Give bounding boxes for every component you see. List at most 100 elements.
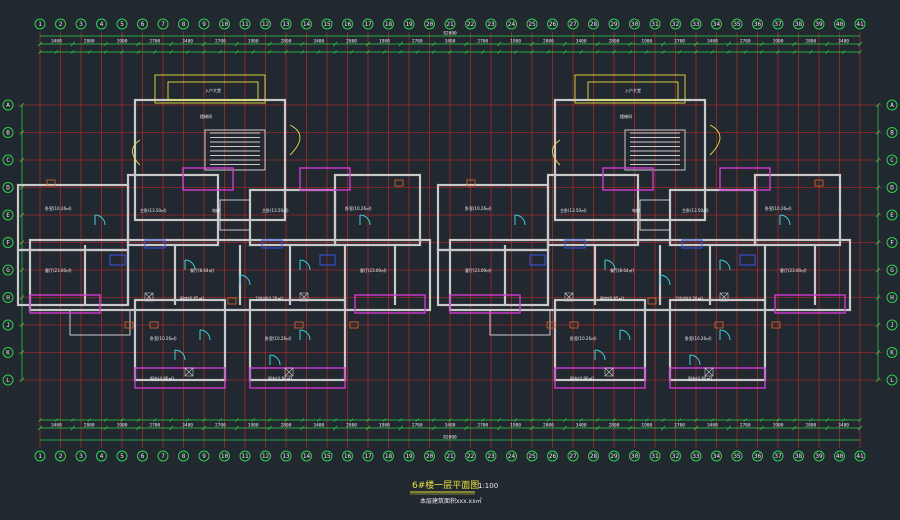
room-label: 主卧(13.50㎡) — [682, 207, 709, 213]
svg-text:10: 10 — [221, 453, 229, 460]
svg-text:25: 25 — [528, 21, 536, 28]
room-label: 电梯 — [632, 207, 640, 213]
axis-bubble-bottom: 12 — [260, 450, 271, 462]
axis-bubble-right: A — [886, 99, 898, 111]
svg-text:2: 2 — [59, 453, 63, 460]
room-label: 楼梯间 — [200, 113, 212, 119]
svg-text:14: 14 — [303, 21, 311, 28]
dimension-label: 3400 — [313, 39, 324, 45]
svg-text:16: 16 — [344, 453, 352, 460]
svg-text:15: 15 — [323, 21, 331, 28]
svg-text:14: 14 — [303, 453, 311, 460]
svg-text:8: 8 — [182, 453, 186, 460]
dimension-label: 2800 — [805, 423, 816, 429]
dimension-label: 2800 — [543, 423, 554, 429]
axis-bubble-top: 24 — [506, 18, 517, 30]
axis-bubble-top: 5 — [116, 18, 128, 30]
dimension-label: 3400 — [576, 39, 587, 45]
room-label: 餐厅(8.64㎡) — [610, 267, 634, 273]
dimension-label: 2800 — [281, 39, 292, 45]
dimension-label: 3400 — [51, 39, 62, 45]
svg-text:40: 40 — [836, 453, 844, 460]
axis-bubble-bottom: 4 — [96, 450, 107, 462]
axis-bubble-bottom: 18 — [383, 450, 394, 462]
dimension-total: 82000 — [443, 435, 457, 441]
svg-text:24: 24 — [508, 453, 516, 460]
dimension-label: 2700 — [674, 39, 685, 45]
dimension-chains: 3400 2800 1900 2700 3400 2700 1900 2800 3400 2800… — [19, 31, 881, 441]
dimension-label: 2800 — [805, 39, 816, 45]
svg-text:35: 35 — [733, 21, 741, 28]
axis-bubble-right: K — [886, 347, 898, 358]
svg-text:1: 1 — [38, 21, 42, 28]
axis-bubble-top: 26 — [547, 18, 558, 30]
axis-bubble-right: G — [886, 264, 898, 276]
svg-text:13: 13 — [282, 21, 290, 28]
svg-text:F: F — [6, 240, 10, 247]
svg-text:9: 9 — [202, 453, 206, 460]
svg-text:34: 34 — [713, 453, 721, 460]
axis-bubble-top: 4 — [96, 18, 107, 30]
axis-bubble-top: 27 — [567, 18, 579, 30]
svg-text:21: 21 — [446, 21, 454, 28]
axis-bubble-bottom: 33 — [690, 450, 702, 462]
dimension-label: 2700 — [412, 423, 423, 429]
svg-text:3: 3 — [79, 21, 83, 28]
svg-text:C: C — [890, 157, 894, 164]
svg-text:26: 26 — [549, 453, 557, 460]
svg-text:17: 17 — [364, 21, 372, 28]
svg-text:41: 41 — [856, 453, 864, 460]
dimension-label: 1900 — [379, 39, 390, 45]
svg-text:H: H — [890, 295, 894, 302]
axis-bubble-bottom: 10 — [219, 450, 230, 462]
svg-text:37: 37 — [774, 453, 782, 460]
axis-bubble-bottom: 29 — [608, 450, 620, 462]
axis-bubble-top: 34 — [711, 18, 722, 30]
svg-text:27: 27 — [569, 453, 577, 460]
axis-bubble-top: 2 — [55, 18, 66, 30]
axis-bubble-bottom: 24 — [506, 450, 517, 462]
axis-bubble-bottom: 40 — [834, 450, 845, 462]
svg-text:E: E — [6, 212, 10, 219]
room-label: 楼梯间 — [620, 113, 632, 119]
dimension-label: 2700 — [477, 423, 488, 429]
dimension-total: 82000 — [443, 31, 457, 37]
axis-bubble-right: D — [886, 182, 898, 193]
room-label: 客厅(23.00㎡) — [780, 267, 807, 273]
svg-text:12: 12 — [262, 21, 270, 28]
axis-bubble-bottom: 23 — [485, 450, 497, 462]
svg-text:30: 30 — [631, 453, 639, 460]
dimension-label: 1900 — [641, 423, 652, 429]
dimension-label: 2800 — [609, 423, 620, 429]
room-label: 入户大堂 — [625, 87, 641, 93]
svg-text:34: 34 — [713, 21, 721, 28]
axis-bubble-bottom: 16 — [342, 450, 353, 462]
dimension-label: 3400 — [576, 423, 587, 429]
axis-bubble-bottom: 14 — [301, 450, 312, 462]
svg-text:25: 25 — [528, 453, 536, 460]
svg-text:20: 20 — [426, 453, 434, 460]
axis-bubble-bottom: 2 — [55, 450, 66, 462]
axis-bubble-top: 14 — [301, 18, 312, 30]
axis-bubble-top: 15 — [321, 18, 333, 30]
svg-text:2: 2 — [59, 21, 63, 28]
dimension-label: 3400 — [182, 39, 193, 45]
dimension-label: 2800 — [281, 423, 292, 429]
axis-bubble-top: 19 — [403, 18, 415, 30]
room-label: 卧室(10.26㎡) — [685, 335, 712, 341]
axis-bubble-bottom: 11 — [239, 450, 251, 462]
svg-text:F: F — [890, 240, 894, 247]
axis-bubble-top: 38 — [793, 18, 804, 30]
axis-bubble-bottom: 31 — [649, 450, 661, 462]
dimension-label: 2700 — [149, 423, 160, 429]
svg-text:4: 4 — [100, 21, 104, 28]
axis-bubble-left: H — [2, 292, 14, 303]
dimension-label: 3400 — [445, 39, 456, 45]
room-label: 卧室(10.26㎡) — [265, 335, 292, 341]
dimension-label: 2800 — [543, 39, 554, 45]
axis-bubble-right: L — [886, 374, 898, 386]
axis-bubble-bottom: 37 — [772, 450, 784, 462]
svg-text:27: 27 — [569, 21, 577, 28]
svg-text:20: 20 — [426, 21, 434, 28]
